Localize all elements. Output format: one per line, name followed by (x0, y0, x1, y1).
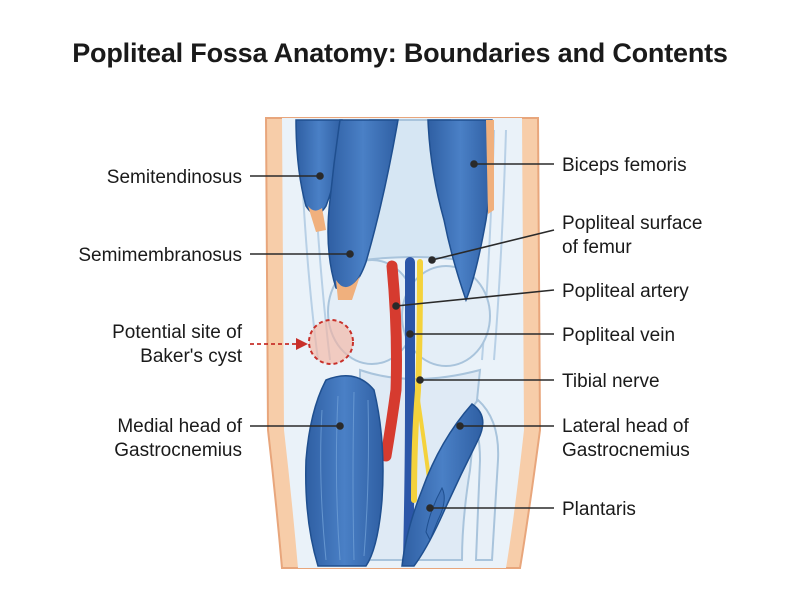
biceps-femoris-tendon (486, 120, 494, 214)
label-bakers-cyst-line1: Potential site of (112, 322, 243, 343)
label-plantaris: Plantaris (562, 499, 636, 520)
bakers-cyst-arrow (250, 338, 308, 350)
label-lateral-head-line1: Lateral head of (562, 416, 689, 437)
label-popliteal-vein: Popliteal vein (562, 325, 675, 346)
label-tibial-nerve: Tibial nerve (562, 371, 660, 392)
label-femur-line1: Popliteal surface (562, 213, 702, 234)
popliteal-vein (403, 257, 416, 565)
label-semitendinosus: Semitendinosus (107, 167, 242, 188)
label-semimembranosus: Semimembranosus (78, 245, 242, 266)
bakers-cyst-marker (308, 319, 354, 365)
semimembranosus-tendon (336, 276, 360, 300)
tibial-nerve (411, 259, 423, 503)
semitendinosus-tendon (308, 206, 326, 232)
page-title: Popliteal Fossa Anatomy: Boundaries and … (72, 38, 728, 68)
leader-lines (250, 160, 555, 512)
label-popliteal-artery: Popliteal artery (562, 281, 689, 302)
label-medial-head-line1: Medial head of (117, 416, 242, 437)
lateral-gastrocnemius-muscle (401, 403, 484, 567)
label-medial-head-line2: Gastrocnemius (114, 440, 242, 461)
leader-artery (395, 289, 555, 307)
label-femur-line2: of femur (562, 237, 632, 258)
popliteal-artery (380, 260, 402, 462)
leader-femur (431, 229, 555, 261)
label-lateral-head-line2: Gastrocnemius (562, 440, 690, 461)
medial-gastrocnemius-muscle (305, 375, 384, 567)
label-biceps-femoris: Biceps femoris (562, 155, 687, 176)
plantaris-muscle (425, 486, 445, 542)
label-bakers-cyst-line2: Baker's cyst (140, 346, 243, 367)
